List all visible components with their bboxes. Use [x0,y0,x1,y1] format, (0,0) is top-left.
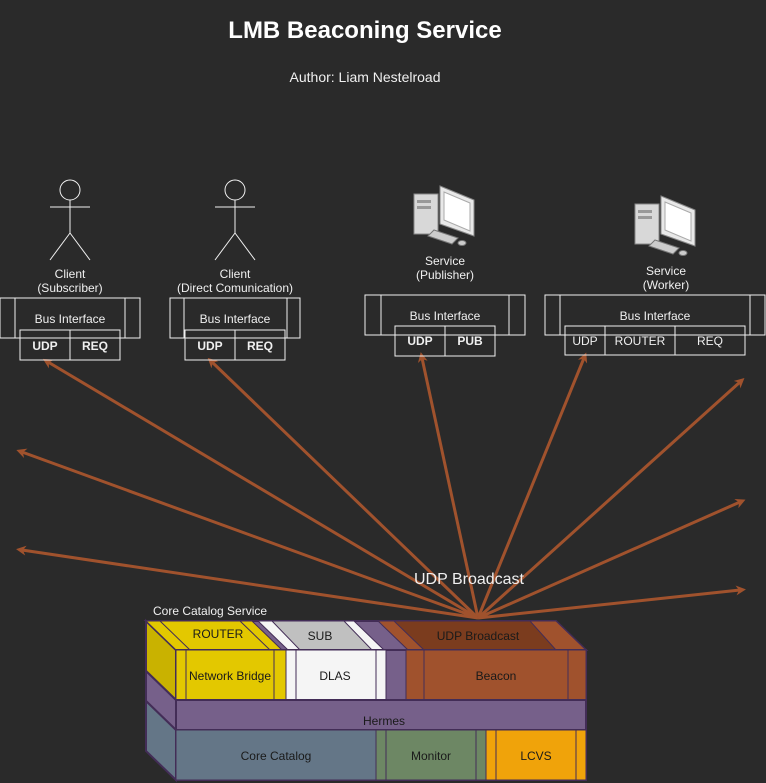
arrow-right-1 [476,377,745,620]
actor-service-worker: Service (Worker) Bus Interface UDP ROUTE… [544,195,766,356]
router-label: ROUTER [193,627,244,641]
port-req: REQ [247,339,273,353]
author-label: Author: Liam Nestelroad [290,69,441,85]
arrow-left-2 [16,545,479,620]
port-udp: UDP [572,334,597,348]
lcvs-label: LCVS [520,749,551,763]
actor-name: Service [425,254,465,268]
dlas-label: DLAS [319,669,350,683]
lcvs [485,729,587,781]
actor-role: (Publisher) [416,268,474,282]
core-service-title: Core Catalog Service [153,604,267,618]
arrow-right-3 [477,585,746,620]
bus-interface-label: Bus Interface [410,309,481,323]
actor-service-publisher: Service (Publisher) Bus Interface UDP PU… [364,185,526,357]
beacon-label: Beacon [476,669,517,683]
bus-interface-label: Bus Interface [620,309,691,323]
bus-interface: Bus Interface [169,297,301,339]
port-udp: UDP [197,339,222,353]
port-udp: UDP [32,339,57,353]
port-pub: PUB [457,334,483,348]
arrow-to-publisher [417,352,480,619]
actor-name: Client [55,267,86,281]
udp-broadcast-module-label: UDP Broadcast [437,629,520,643]
actor-client-subscriber: Client (Subscriber) Bus Interface UDP RE… [0,179,141,361]
broadcast-arrows [16,352,746,620]
port-req: REQ [82,339,108,353]
hermes-label: Hermes [363,714,405,728]
beacon [405,649,587,701]
actor-role: (Direct Comunication) [177,281,293,295]
port-udp: UDP [407,334,432,348]
monitor-label: Monitor [411,749,451,763]
core-catalog [175,729,377,781]
arrow-right-2 [477,499,746,620]
actor-name: Client [220,267,251,281]
core-catalog-label: Core Catalog [241,749,312,763]
computer-icon [634,195,696,256]
bus-interface-label: Bus Interface [200,312,271,326]
hermes [175,699,587,731]
bus-interface-label: Bus Interface [35,312,106,326]
person-icon [49,179,91,261]
network-bridge-label: Network Bridge [189,669,271,683]
diagram-title: LMB Beaconing Service [228,17,501,44]
arrow-to-worker [476,352,588,619]
arrow-to-direct-client [207,357,480,620]
dlas [285,649,387,701]
person-icon [214,179,256,261]
actor-client-direct: Client (Direct Comunication) Bus Interfa… [169,179,301,361]
actor-role: (Worker) [643,278,689,292]
port-router: ROUTER [615,334,666,348]
monitor [375,729,487,781]
port-req: REQ [697,334,723,348]
core-catalog-service: Core Catalog Service ROUTER SUB UDP Broa… [143,604,589,783]
actor-role: (Subscriber) [37,281,102,295]
actor-name: Service [646,264,686,278]
sub-label: SUB [308,629,333,643]
udp-broadcast-label: UDP Broadcast [414,571,525,588]
computer-icon [413,185,475,246]
arrow-to-subscriber [42,358,479,620]
bus-interface: Bus Interface [544,294,766,336]
arrow-left-1 [16,448,479,620]
